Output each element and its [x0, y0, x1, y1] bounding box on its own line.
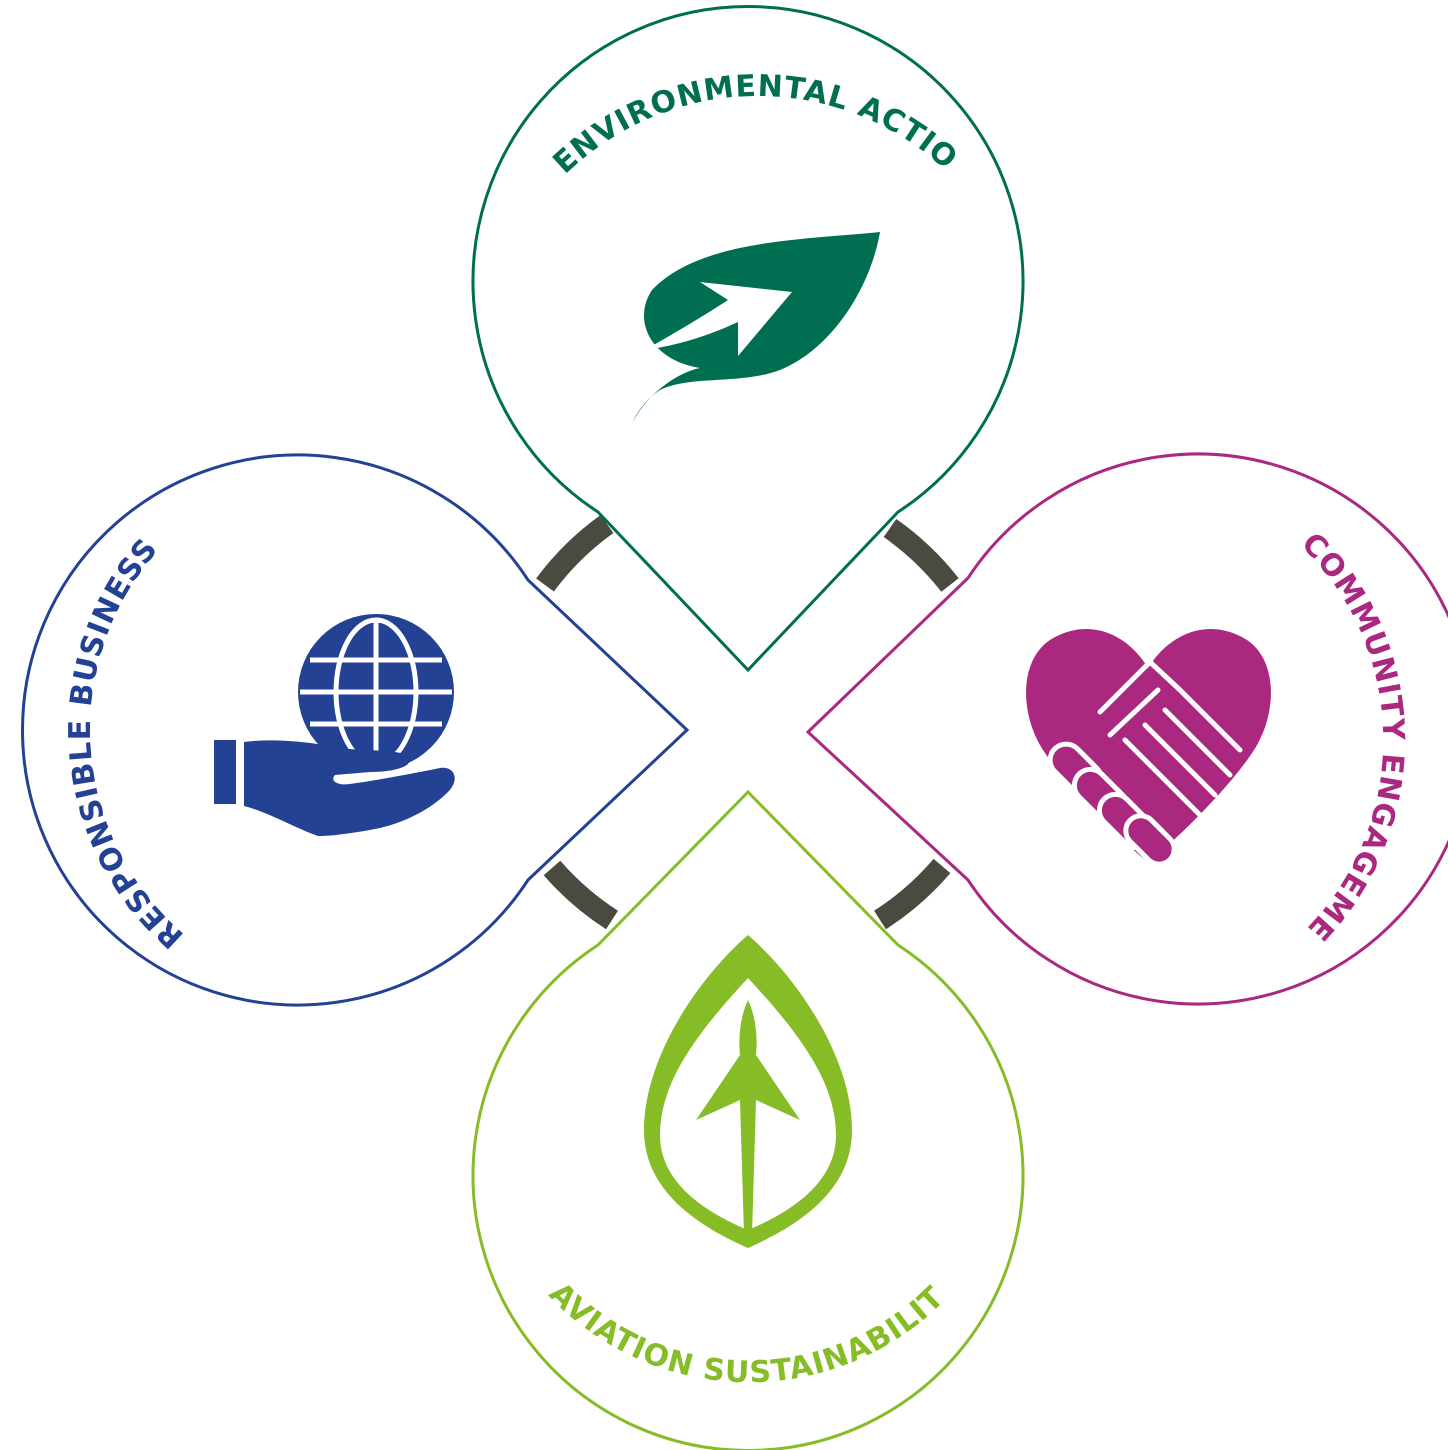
- connector-arc-bottom-right: [873, 858, 951, 930]
- hand-globe-icon: [214, 614, 455, 836]
- leaf-arrow-icon: [632, 232, 880, 423]
- connector-arcs: [536, 515, 959, 930]
- leaf-plane-icon: [644, 935, 852, 1248]
- connector-arc-top-right: [883, 518, 959, 592]
- petal-responsible-business: RESPONSIBLE BUSINESS: [21, 453, 690, 1007]
- connector-arc-top-left: [536, 515, 614, 592]
- heart-handshake-icon: [1026, 629, 1271, 867]
- connector-arc-bottom-left: [543, 860, 619, 930]
